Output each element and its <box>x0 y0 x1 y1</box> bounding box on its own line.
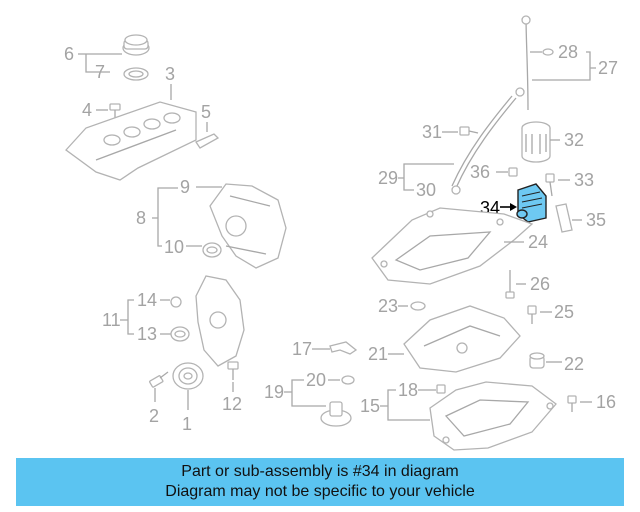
seal-23 <box>410 301 426 311</box>
lower-timing-cover <box>195 275 245 367</box>
bolt-31 <box>459 126 479 136</box>
callout-3: 3 <box>165 64 175 84</box>
oil-cooler-highlighted[interactable] <box>516 183 547 223</box>
seal-13 <box>170 326 190 342</box>
callout-19: 19 <box>264 382 284 402</box>
callout-10: 10 <box>164 237 184 257</box>
callout-6: 6 <box>64 44 74 64</box>
bolt-25 <box>527 305 537 324</box>
bolt-18 <box>436 384 446 394</box>
cover-bolt <box>109 103 121 122</box>
cap-seal-ring <box>123 67 149 81</box>
callout-31: 31 <box>422 122 442 142</box>
oil-filter <box>521 121 551 163</box>
callout-29: 29 <box>378 168 398 188</box>
drain-plug-22 <box>529 352 545 369</box>
callout-35: 35 <box>586 210 606 230</box>
callout-24: 24 <box>528 232 548 252</box>
callout-21: 21 <box>368 344 388 364</box>
callout-17: 17 <box>292 339 312 359</box>
leader-6-7 <box>78 53 122 73</box>
callout-9: 9 <box>180 177 190 197</box>
callout-1: 1 <box>182 414 192 434</box>
callout-27: 27 <box>598 58 618 78</box>
breather-tube <box>329 341 358 355</box>
callout-8: 8 <box>136 208 146 228</box>
stud-bolt <box>227 361 239 380</box>
callout-15: 15 <box>360 396 380 416</box>
info-banner: Part or sub-assembly is #34 in diagram D… <box>16 458 624 506</box>
callout-30: 30 <box>416 180 436 200</box>
callout-4: 4 <box>82 100 92 120</box>
timing-belt-cover <box>209 183 287 269</box>
callout-25: 25 <box>554 302 574 322</box>
leader-13-14 <box>160 299 172 335</box>
banner-line-2: Diagram may not be specific to your vehi… <box>165 483 475 500</box>
banner-line-1: Part or sub-assembly is #34 in diagram <box>181 463 459 480</box>
callout-14: 14 <box>137 290 157 310</box>
callout-33: 33 <box>574 170 594 190</box>
callout-20: 20 <box>306 370 326 390</box>
callout-12: 12 <box>222 394 242 414</box>
bolt-16 <box>567 395 577 412</box>
callout-28: 28 <box>558 42 578 62</box>
seal-28 <box>542 48 554 56</box>
leader-29-30 <box>398 163 454 191</box>
callout-26: 26 <box>530 274 550 294</box>
dipstick-handle <box>521 15 531 25</box>
seal-14 <box>170 296 182 308</box>
leader-27-28 <box>530 51 596 81</box>
oil-pump-baffle <box>403 305 521 373</box>
bolt-33 <box>545 173 555 197</box>
cover-gasket-strip <box>195 133 220 149</box>
leader-11 <box>120 299 134 335</box>
dipstick-guide-tube <box>451 87 525 189</box>
gasket-35 <box>555 203 573 233</box>
valve-cover <box>65 101 197 181</box>
lower-oil-pan <box>429 381 557 451</box>
upper-oil-pan <box>371 207 534 285</box>
callout-2: 2 <box>149 406 159 426</box>
leader-34-arrow <box>510 203 517 211</box>
callout-32: 32 <box>564 130 584 150</box>
dipstick <box>525 15 529 111</box>
seal-30 <box>451 185 461 195</box>
gasket-20 <box>341 375 355 385</box>
clip-36 <box>508 167 518 177</box>
crank-pulley <box>172 362 204 390</box>
bolt-26 <box>505 270 515 299</box>
leader-15-18 <box>380 389 436 421</box>
callout-16: 16 <box>596 392 616 412</box>
callout-11: 11 <box>102 310 121 330</box>
oil-filler-cap <box>122 34 150 56</box>
callout-5: 5 <box>201 102 211 122</box>
shaft-seal <box>202 242 222 258</box>
callout-18: 18 <box>398 380 418 400</box>
callout-22: 22 <box>564 354 584 374</box>
pulley-bolt <box>149 371 169 388</box>
callout-36: 36 <box>470 162 490 182</box>
callout-23: 23 <box>378 296 398 316</box>
callout-13: 13 <box>137 324 157 344</box>
leader-19-20 <box>284 379 340 407</box>
leader-8-9-10 <box>152 186 222 247</box>
oil-level-sensor <box>320 401 352 427</box>
parts-diagram: 6 7 3 4 5 8 9 10 11 <box>64 15 618 451</box>
